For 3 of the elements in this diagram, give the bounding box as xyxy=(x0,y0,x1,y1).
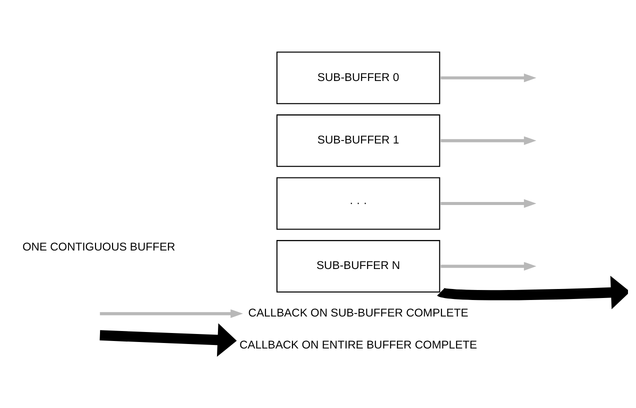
label: ONE CONTIGUOUS BUFFER xyxy=(22,242,176,254)
legend-label: CALLBACK ON ENTIRE BUFFER COMPLETE xyxy=(240,339,478,352)
legend-label: CALLBACK ON SUB-BUFFER COMPLETE xyxy=(248,308,468,320)
